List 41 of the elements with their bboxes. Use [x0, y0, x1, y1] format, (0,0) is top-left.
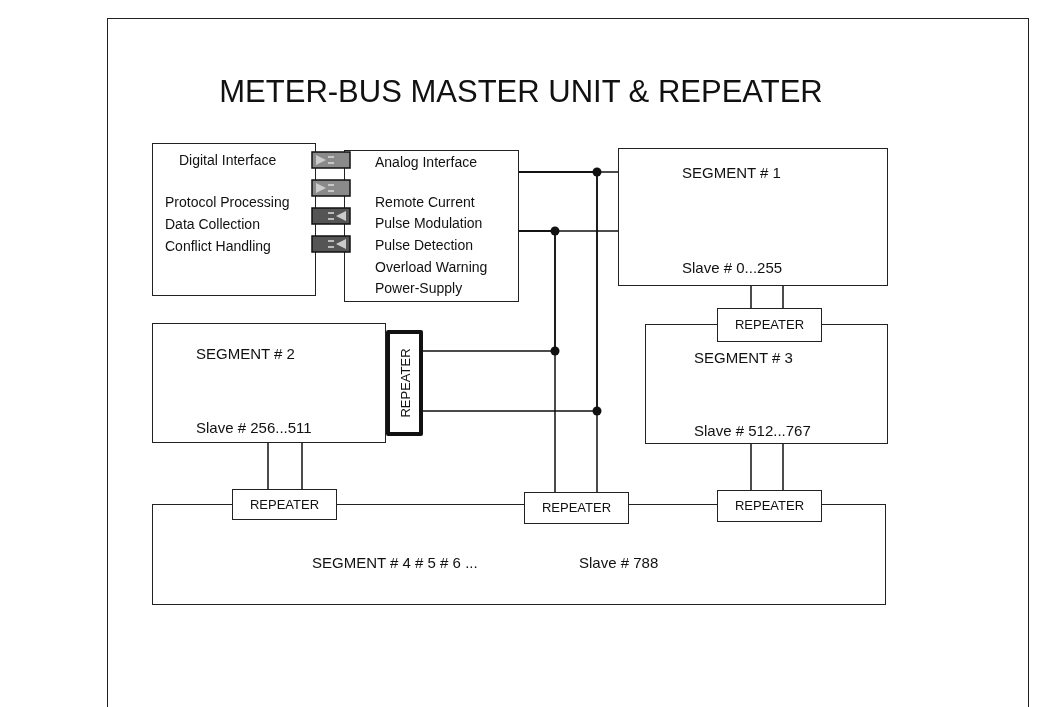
- repeater-label: REPEATER: [734, 497, 805, 514]
- segment-title: SEGMENT # 3: [694, 349, 793, 366]
- function-text: Overload Warning: [375, 259, 488, 276]
- interface-box: [152, 143, 316, 296]
- repeater-label: REPEATER: [397, 348, 412, 418]
- repeater-box: [717, 490, 822, 522]
- segment-box: [618, 148, 888, 286]
- wire: [422, 171, 598, 412]
- function-text: Protocol Processing: [165, 194, 290, 211]
- repeater-box: [232, 489, 337, 520]
- function-text: Power-Supply: [375, 280, 463, 297]
- interface-box: [344, 150, 519, 302]
- repeater-box: [524, 492, 629, 524]
- slave-range: Slave # 256...511: [196, 419, 312, 436]
- segment-title: SEGMENT # 1: [682, 164, 781, 181]
- segment-title: SEGMENT # 4 # 5 # 6 ...: [312, 554, 478, 571]
- wire: [750, 443, 752, 491]
- function-text: Conflict Handling: [165, 238, 271, 255]
- wire: [422, 230, 556, 352]
- function-text: Data Collection: [165, 216, 260, 233]
- repeater-label: REPEATER: [541, 499, 612, 516]
- repeater-box: [717, 308, 822, 342]
- function-text: Pulse Modulation: [375, 215, 483, 232]
- interface-heading: Analog Interface: [375, 154, 477, 171]
- segment-title: SEGMENT # 2: [196, 345, 295, 362]
- interface-heading: Digital Interface: [179, 152, 277, 169]
- wire: [750, 285, 752, 309]
- wire: [782, 443, 784, 491]
- slave-range: Slave # 512...767: [694, 422, 811, 439]
- function-text: Pulse Detection: [375, 237, 474, 254]
- diagram-title: METER-BUS MASTER UNIT & REPEATER: [219, 74, 823, 110]
- wire: [782, 285, 784, 309]
- repeater-label: REPEATER: [249, 495, 320, 513]
- function-text: Remote Current: [375, 194, 475, 211]
- repeater-label: REPEATER: [734, 316, 805, 333]
- slave-range: Slave # 788: [579, 554, 659, 571]
- wire: [301, 442, 303, 490]
- slave-range: Slave # 0...255: [682, 259, 783, 276]
- repeater-box: [386, 330, 423, 436]
- wire: [267, 442, 269, 490]
- segment-box: [152, 323, 386, 443]
